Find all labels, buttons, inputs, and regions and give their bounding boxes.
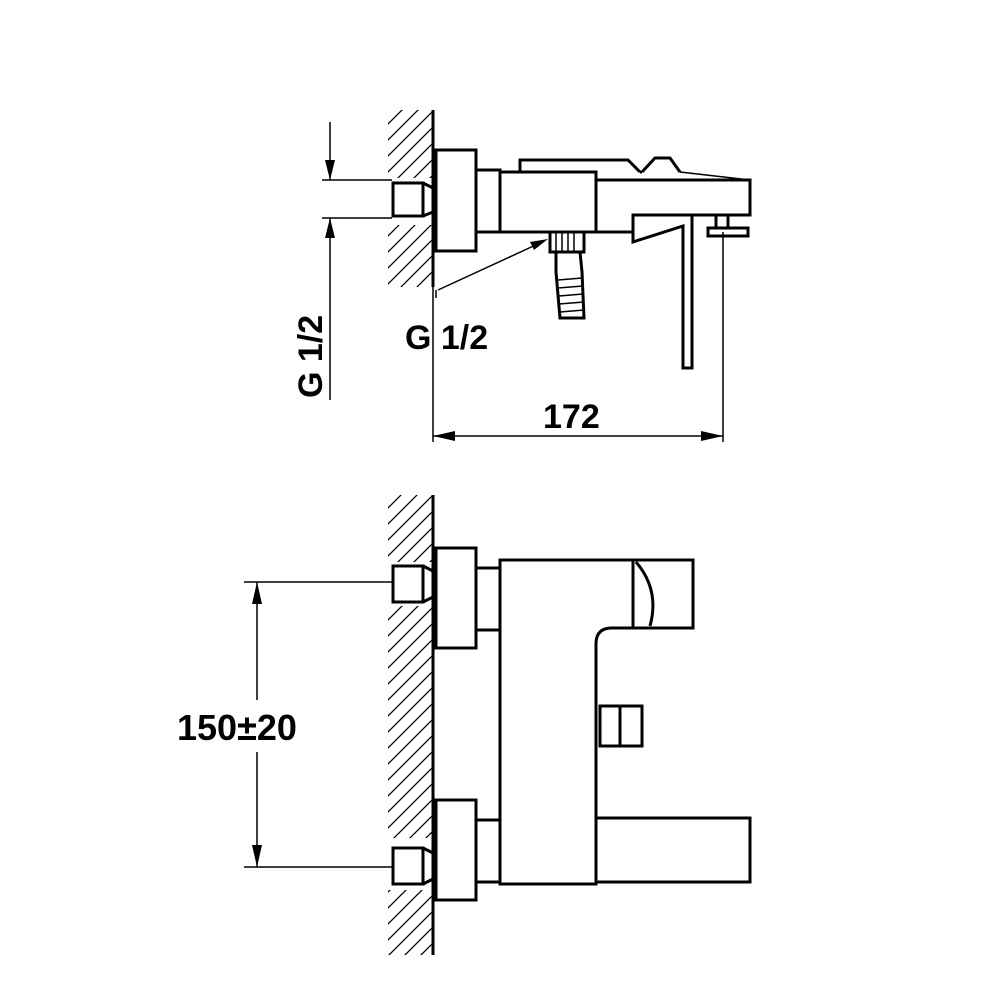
outlet-thread-label: G 1/2 xyxy=(405,319,488,357)
inlet-nipple-lower xyxy=(391,846,434,886)
wall-hatch-top xyxy=(388,110,435,287)
inlet-nipple-upper xyxy=(391,564,434,604)
hose-outlet xyxy=(548,230,586,320)
thread-dimension-lines xyxy=(322,122,392,400)
wall-flange-top xyxy=(434,148,478,253)
plan-view: 150±20 xyxy=(177,495,752,955)
lever-side xyxy=(631,213,750,370)
wall-flange-lower xyxy=(434,798,478,902)
mixer-body-plan xyxy=(498,558,695,886)
outlet-thread-leader xyxy=(435,239,548,298)
wall-flange-upper xyxy=(434,546,478,650)
depth-label: 172 xyxy=(543,398,600,436)
side-view: G 1/2 G 1/2 172 xyxy=(292,110,752,442)
connector-lower xyxy=(474,818,502,884)
inlet-nipple-top xyxy=(391,181,434,218)
inlet-spacing-dimension-lines xyxy=(244,581,392,868)
spout-plan xyxy=(594,816,752,884)
connector-top xyxy=(474,168,502,234)
connector-upper xyxy=(474,566,502,632)
depth-dimension-lines xyxy=(432,232,724,442)
top-thread-label: G 1/2 xyxy=(292,315,330,398)
inlet-spacing-label: 150±20 xyxy=(177,707,297,748)
wall-hatch-bottom xyxy=(388,495,435,955)
mixer-body-side xyxy=(498,156,752,234)
